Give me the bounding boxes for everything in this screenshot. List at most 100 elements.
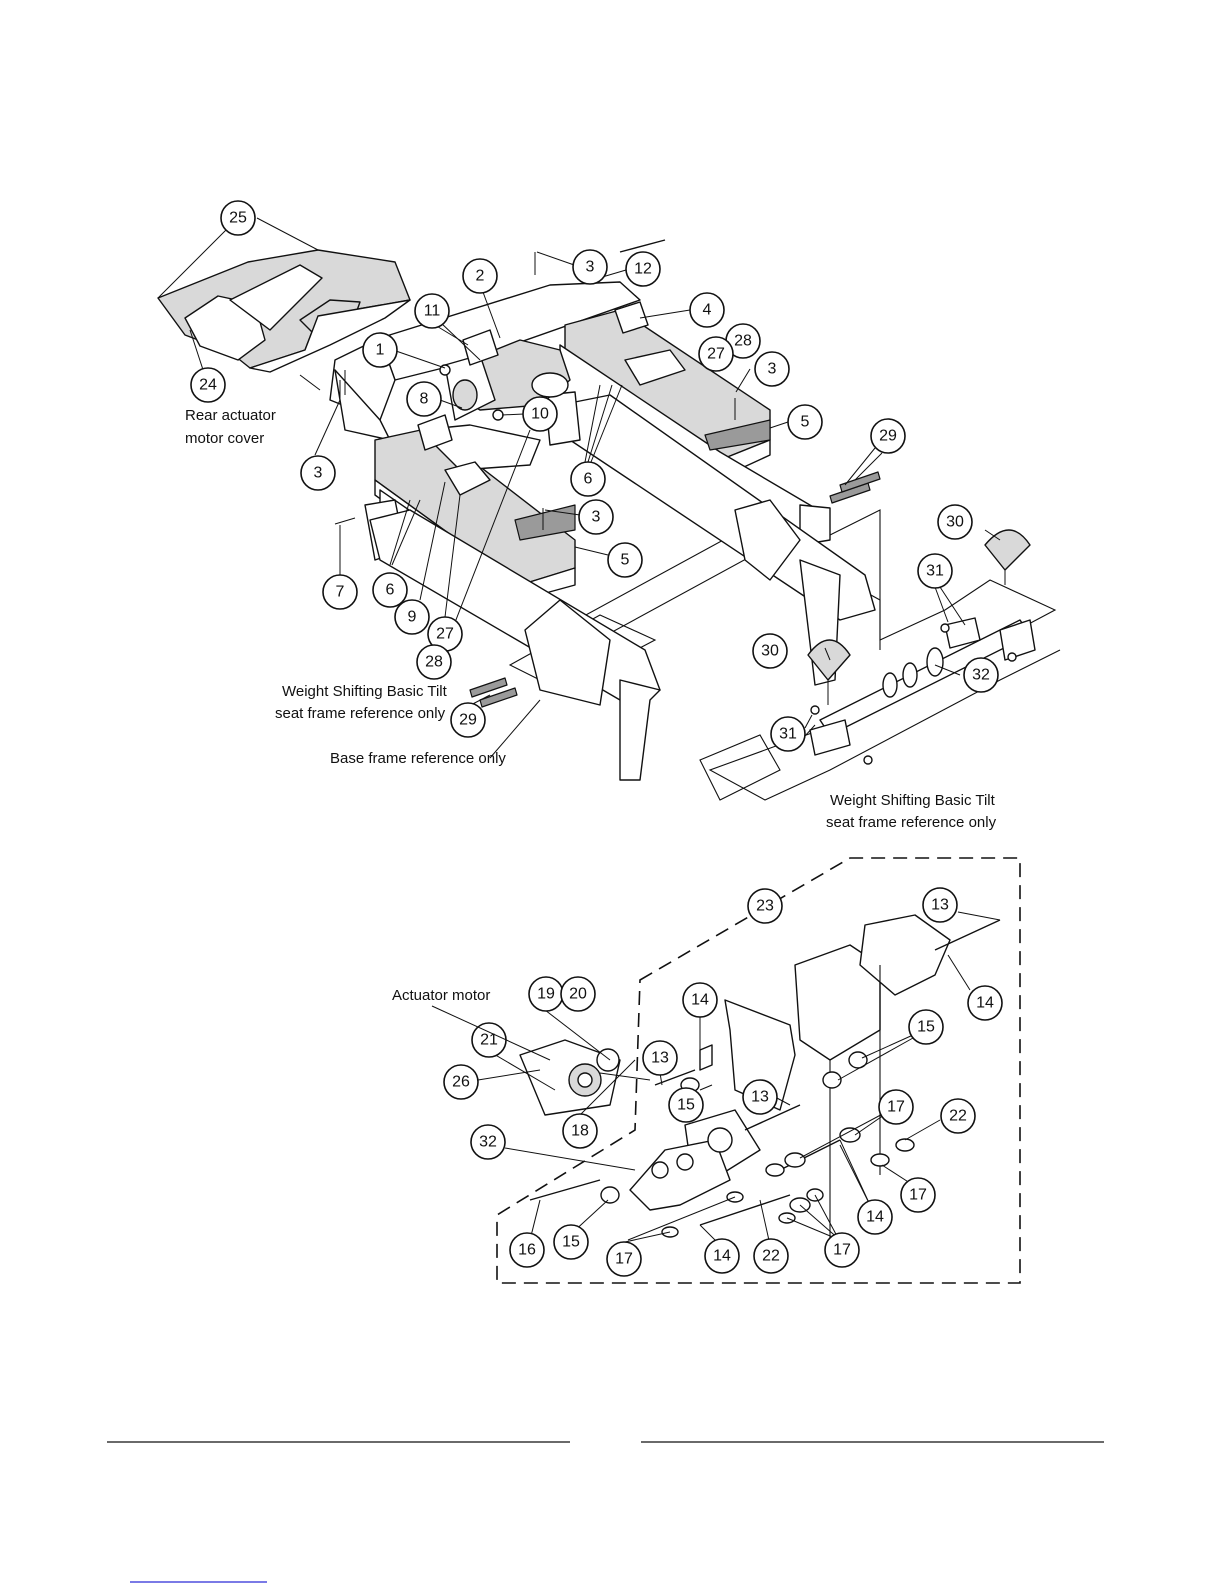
svg-text:16: 16 xyxy=(518,1242,536,1259)
svg-text:24: 24 xyxy=(199,377,217,394)
svg-text:4: 4 xyxy=(703,302,712,319)
svg-text:28: 28 xyxy=(425,654,443,671)
svg-text:20: 20 xyxy=(569,986,587,1003)
leader-lines xyxy=(157,217,1001,1246)
svg-text:9: 9 xyxy=(408,609,417,626)
note-seat-frame-top-2: seat frame reference only xyxy=(275,705,446,722)
bumper-upper xyxy=(984,529,1031,571)
svg-text:29: 29 xyxy=(459,712,477,729)
callout-4: 4 xyxy=(689,292,725,328)
callout-32b: 32 xyxy=(470,1124,506,1160)
callout-30b: 30 xyxy=(752,633,788,669)
svg-text:12: 12 xyxy=(634,261,652,278)
svg-text:25: 25 xyxy=(229,210,247,227)
svg-text:15: 15 xyxy=(917,1019,935,1036)
svg-text:26: 26 xyxy=(452,1074,470,1091)
svg-text:19: 19 xyxy=(537,986,555,1003)
svg-text:30: 30 xyxy=(946,514,964,531)
svg-text:17: 17 xyxy=(909,1187,927,1204)
svg-text:14: 14 xyxy=(866,1209,884,1226)
svg-text:6: 6 xyxy=(386,582,395,599)
svg-text:1: 1 xyxy=(376,342,385,359)
svg-text:23: 23 xyxy=(756,898,774,915)
callout-7: 7 xyxy=(322,574,358,610)
callout-23: 23 xyxy=(747,888,783,924)
callout-11: 11 xyxy=(414,293,450,329)
callout-3d: 3 xyxy=(300,455,336,491)
callout-22b: 22 xyxy=(753,1238,789,1274)
svg-text:32: 32 xyxy=(972,667,990,684)
base-frame-reference xyxy=(364,391,876,781)
callout-19: 19 xyxy=(528,976,564,1012)
callout-32: 32 xyxy=(963,657,999,693)
callout-6b: 6 xyxy=(372,572,408,608)
callout-27: 27 xyxy=(698,336,734,372)
svg-text:18: 18 xyxy=(571,1123,589,1140)
callout-14d: 14 xyxy=(857,1199,893,1235)
callout-3b: 3 xyxy=(754,351,790,387)
callout-3c: 3 xyxy=(578,499,614,535)
mount-block-lower xyxy=(444,461,491,496)
svg-text:7: 7 xyxy=(336,584,345,601)
svg-text:11: 11 xyxy=(424,303,441,320)
svg-text:28: 28 xyxy=(734,333,752,350)
callout-17b: 17 xyxy=(900,1177,936,1213)
svg-text:27: 27 xyxy=(436,626,454,643)
bracket-upper-left xyxy=(462,329,499,366)
callout-8: 8 xyxy=(406,381,442,417)
note-seat-frame-bottom-1: Weight Shifting Basic Tilt xyxy=(830,792,996,809)
svg-text:15: 15 xyxy=(562,1234,580,1251)
callout-5: 5 xyxy=(787,404,823,440)
svg-text:5: 5 xyxy=(621,552,630,569)
callout-13c: 13 xyxy=(742,1079,778,1115)
callout-26: 26 xyxy=(443,1064,479,1100)
svg-text:5: 5 xyxy=(801,414,810,431)
callout-13b: 13 xyxy=(642,1040,678,1076)
rear-actuator-motor-cover xyxy=(157,249,411,373)
svg-text:8: 8 xyxy=(420,391,429,408)
svg-text:3: 3 xyxy=(314,465,323,482)
svg-text:31: 31 xyxy=(779,726,797,743)
callout-21: 21 xyxy=(471,1022,507,1058)
note-seat-frame-top-1: Weight Shifting Basic Tilt xyxy=(282,683,448,700)
svg-text:13: 13 xyxy=(751,1089,769,1106)
callout-31: 31 xyxy=(917,553,953,589)
callout-17: 17 xyxy=(878,1089,914,1125)
svg-text:14: 14 xyxy=(713,1248,731,1265)
svg-text:30: 30 xyxy=(761,643,779,660)
svg-text:6: 6 xyxy=(584,471,593,488)
callout-12: 12 xyxy=(625,251,661,287)
svg-text:22: 22 xyxy=(762,1248,780,1265)
callout-5b: 5 xyxy=(607,542,643,578)
bracket-upper-right xyxy=(614,301,649,334)
note-rear-cover-2: motor cover xyxy=(185,430,264,447)
callout-3: 3 xyxy=(572,249,608,285)
callout-9: 9 xyxy=(394,599,430,635)
svg-text:13: 13 xyxy=(651,1050,669,1067)
svg-text:27: 27 xyxy=(707,346,725,363)
callout-15b: 15 xyxy=(908,1009,944,1045)
svg-text:21: 21 xyxy=(480,1032,498,1049)
bracket-lower-left xyxy=(417,414,453,451)
callout-18: 18 xyxy=(562,1113,598,1149)
callout-16: 16 xyxy=(509,1232,545,1268)
callout-1: 1 xyxy=(362,332,398,368)
callout-31b: 31 xyxy=(770,716,806,752)
svg-text:17: 17 xyxy=(615,1251,633,1268)
svg-text:2: 2 xyxy=(476,268,485,285)
svg-text:17: 17 xyxy=(833,1242,851,1259)
callout-14: 14 xyxy=(967,985,1003,1021)
bumper-lower xyxy=(807,639,851,681)
mount-block-upper xyxy=(624,349,686,386)
callout-2: 2 xyxy=(462,258,498,294)
svg-text:31: 31 xyxy=(926,563,944,580)
callout-30: 30 xyxy=(937,504,973,540)
svg-text:3: 3 xyxy=(586,259,595,276)
note-rear-cover-1: Rear actuator xyxy=(185,407,276,424)
svg-text:3: 3 xyxy=(592,509,601,526)
note-seat-frame-bottom-2: seat frame reference only xyxy=(826,814,997,831)
callout-29: 29 xyxy=(870,418,906,454)
callout-14b: 14 xyxy=(682,982,718,1018)
callout-15c: 15 xyxy=(553,1224,589,1260)
